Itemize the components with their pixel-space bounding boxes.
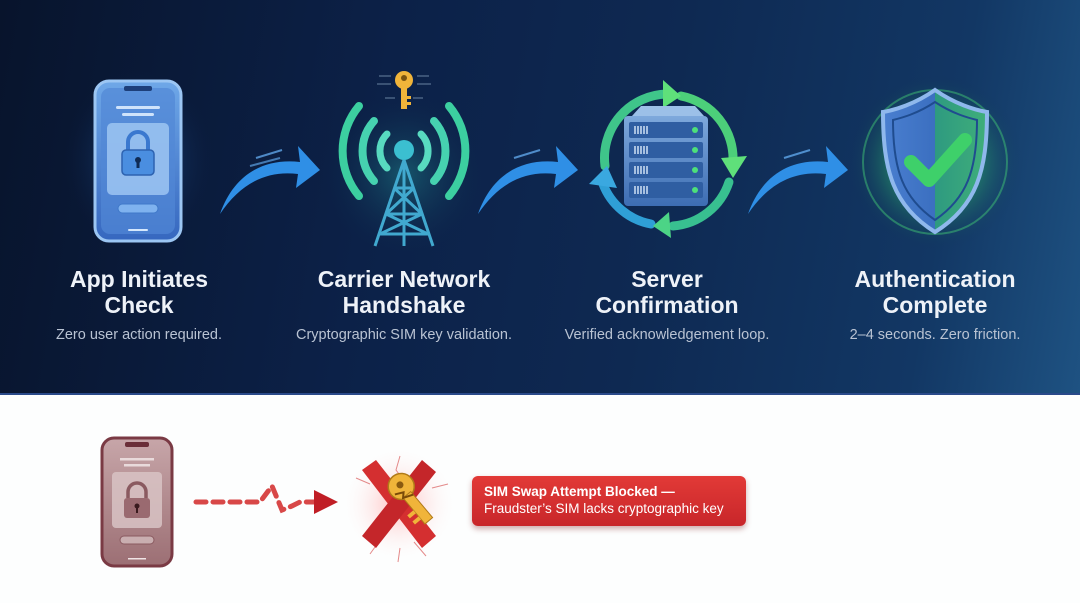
smartphone-lock-icon: [64, 70, 214, 250]
step-description: Cryptographic SIM key validation.: [296, 327, 512, 343]
alert-title: SIM Swap Attempt Blocked —: [484, 484, 675, 499]
sim-swap-blocked-alert: SIM Swap Attempt Blocked — Fraudster’s S…: [472, 476, 746, 526]
broken-key-x-icon: [340, 444, 458, 571]
step-description: Zero user action required.: [55, 327, 223, 343]
key-icon: [395, 71, 413, 109]
curved-arrow-right-icon: [212, 136, 322, 231]
dashed-broken-arrow-icon: [190, 476, 345, 531]
cell-tower-key-icon: [319, 66, 489, 251]
step-description: Verified acknowledgement loop.: [564, 327, 770, 343]
curved-arrow-right-icon: [470, 136, 580, 231]
fraud-smartphone-lock-icon: [100, 436, 176, 575]
curved-arrow-right-icon: [740, 136, 850, 231]
step-description: 2–4 seconds. Zero friction.: [849, 327, 1021, 343]
shield-check-icon: [845, 70, 1025, 250]
server-sync-icon: [577, 66, 757, 251]
alert-subtitle: Fraudster’s SIM lacks cryptographic key: [484, 501, 724, 516]
